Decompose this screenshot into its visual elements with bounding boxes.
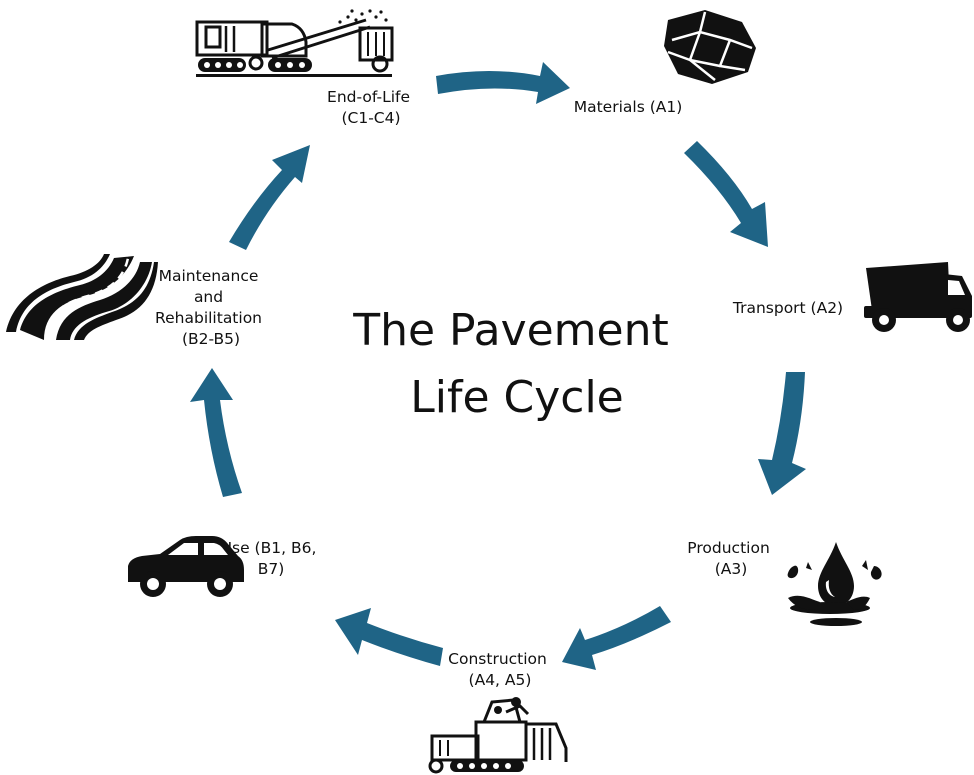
- rock-aggregate-icon: [664, 10, 756, 84]
- paver-machine-icon: [428, 697, 568, 774]
- stage-transport: Transport (A2): [732, 299, 843, 317]
- svg-text:Materials (A1): Materials (A1): [574, 98, 683, 116]
- stage-label-line: Construction: [448, 650, 547, 668]
- stage-label-line: (C1-C4): [341, 109, 400, 127]
- stage-label-line: and: [194, 288, 223, 306]
- svg-text:Production (A3): Production (A3): [687, 539, 774, 578]
- stage-label-line: End-of-Life: [327, 88, 410, 106]
- stage-label-line: (A3): [715, 560, 748, 578]
- stage-label-line: Production: [687, 539, 769, 557]
- stage-label-line: Transport (A2): [732, 299, 843, 317]
- stage-production: Production (A3): [687, 539, 774, 578]
- diagram-title-line-1: The Pavement: [352, 305, 669, 356]
- stage-label-line: Use (B1, B6,: [221, 539, 317, 557]
- stage-label-line: B7): [258, 560, 285, 578]
- stage-label-line: (A4, A5): [469, 671, 532, 689]
- stage-end-of-life: End-of-Life (C1-C4): [327, 88, 415, 127]
- svg-text:Use (B1, B6, B7): Use (B1, B6, B7): [221, 539, 322, 578]
- arrow-use-to-maintenance: [190, 368, 242, 497]
- cycle-arrows: [190, 62, 806, 670]
- stage-label-line: Materials (A1): [574, 98, 683, 116]
- arrow-transport-to-production: [758, 372, 806, 495]
- svg-text:Construction (A4, A5): Construction (A4, A5): [448, 650, 552, 689]
- arrow-construction-to-use: [335, 608, 443, 666]
- dump-truck-icon: [864, 262, 972, 332]
- bitumen-drop-icon: [787, 542, 882, 626]
- svg-text:Transport (A2): Transport (A2): [732, 299, 843, 317]
- stage-maintenance: Maintenance and Rehabilitation (B2-B5): [155, 267, 267, 348]
- arrow-end-of-life-to-materials: [436, 62, 570, 104]
- milling-machine-icon: [195, 9, 394, 77]
- arrow-maintenance-to-end-of-life: [229, 145, 310, 250]
- stage-use: Use (B1, B6, B7): [221, 539, 322, 578]
- arrow-production-to-construction: [562, 606, 671, 670]
- stage-label-line: Rehabilitation: [155, 309, 262, 327]
- svg-text:End-of-Life (C1-C4): End-of-Life (C1-C4): [327, 88, 415, 127]
- car-icon: [128, 536, 244, 597]
- arrow-materials-to-transport: [684, 141, 768, 247]
- svg-text:Maintenance and Re: Maintenance and Rehabilitation (B2-B5): [155, 267, 267, 348]
- road-icon: [6, 254, 158, 340]
- stage-construction: Construction (A4, A5): [448, 650, 552, 689]
- stage-materials: Materials (A1): [574, 98, 683, 116]
- diagram-title-line-2: Life Cycle: [410, 372, 624, 423]
- stage-label-line: (B2-B5): [182, 330, 240, 348]
- stage-label-line: Maintenance: [159, 267, 259, 285]
